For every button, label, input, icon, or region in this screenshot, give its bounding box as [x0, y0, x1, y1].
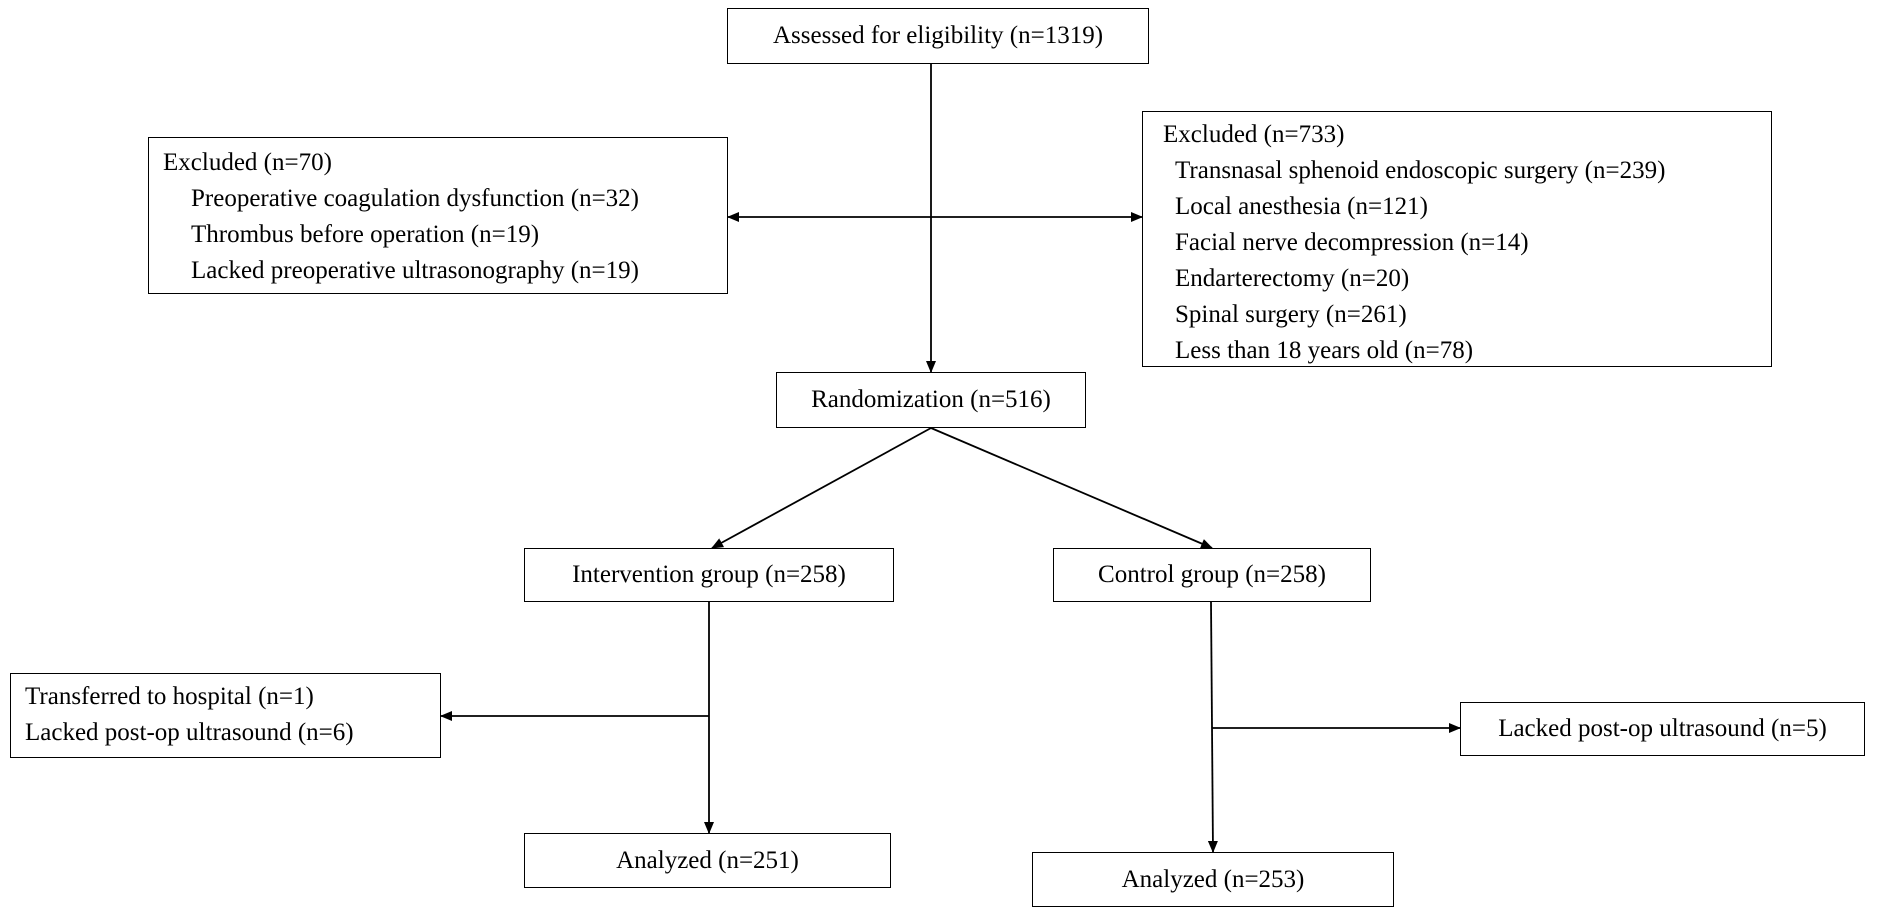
analyzed-control-box: Analyzed (n=253) — [1032, 852, 1394, 907]
control-lost-box: Lacked post-op ultrasound (n=5) — [1460, 702, 1865, 756]
excluded-left-title: Excluded (n=70) — [163, 149, 332, 176]
arrow-randomization-to-control — [930, 427, 1213, 549]
excluded-right-item: Facial nerve decompression (n=14) — [1175, 229, 1529, 256]
analyzed-intervention-box: Analyzed (n=251) — [524, 833, 891, 888]
arrow-control-to-analyzed — [1207, 601, 1218, 853]
arrow-randomization-to-intervention — [711, 427, 932, 549]
excluded-right-box: Excluded (n=733) Transnasal sphenoid end… — [1142, 111, 1772, 367]
excluded-left-item: Lacked preoperative ultrasonography (n=1… — [191, 257, 639, 284]
assessed-box: Assessed for eligibility (n=1319) — [727, 8, 1149, 64]
excluded-right-item: Spinal surgery (n=261) — [1175, 301, 1407, 328]
intervention-box: Intervention group (n=258) — [524, 548, 894, 602]
analyzed-intervention-label: Analyzed (n=251) — [616, 846, 799, 874]
analyzed-control-label: Analyzed (n=253) — [1121, 865, 1305, 893]
excluded-left-item: Preoperative coagulation dysfunction (n=… — [191, 185, 639, 212]
control-label: Control group (n=258) — [1098, 561, 1326, 588]
randomization-box: Randomization (n=516) — [776, 372, 1086, 428]
intervention-label: Intervention group (n=258) — [572, 561, 846, 588]
control-lost-label: Lacked post-op ultrasound (n=5) — [1498, 715, 1827, 742]
excluded-right-item: Local anesthesia (n=121) — [1175, 193, 1428, 220]
excluded-right-item: Less than 18 years old (n=78) — [1175, 337, 1474, 364]
intervention-lost-item: Lacked post-op ultrasound (n=6) — [25, 719, 354, 746]
excluded-right-title: Excluded (n=733) — [1163, 121, 1345, 148]
excluded-right-item: Transnasal sphenoid endoscopic surgery (… — [1175, 157, 1666, 184]
intervention-lost-box: Transferred to hospital (n=1) Lacked pos… — [10, 673, 441, 758]
excluded-left-item: Thrombus before operation (n=19) — [191, 221, 540, 248]
intervention-lost-item: Transferred to hospital (n=1) — [25, 683, 314, 710]
excluded-right-item: Endarterectomy (n=20) — [1175, 265, 1410, 292]
excluded-left-box: Excluded (n=70) Preoperative coagulation… — [148, 137, 728, 294]
randomization-label: Randomization (n=516) — [811, 386, 1051, 413]
control-box: Control group (n=258) — [1053, 548, 1371, 602]
assessed-label: Assessed for eligibility (n=1319) — [772, 22, 1104, 49]
